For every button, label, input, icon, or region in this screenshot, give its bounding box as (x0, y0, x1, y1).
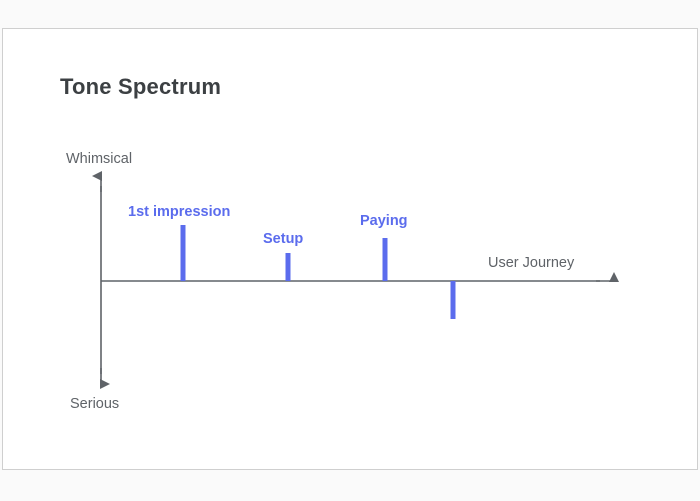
bar-setup (285, 253, 291, 281)
page-title: Tone Spectrum (60, 74, 222, 99)
chart-card (2, 28, 698, 470)
bar-paying (382, 238, 388, 281)
bar-1st-impression (180, 225, 186, 281)
x-axis-label: User Journey (488, 255, 575, 271)
bar-label-1st-impression: 1st impression (128, 204, 231, 220)
bar-unlabeled-negative (450, 281, 456, 319)
bar-label-setup: Setup (263, 231, 304, 247)
bar-label-paying: Paying (360, 213, 408, 229)
y-axis-top-label: Whimsical (66, 151, 133, 167)
y-axis-bottom-label: Serious (70, 396, 120, 412)
